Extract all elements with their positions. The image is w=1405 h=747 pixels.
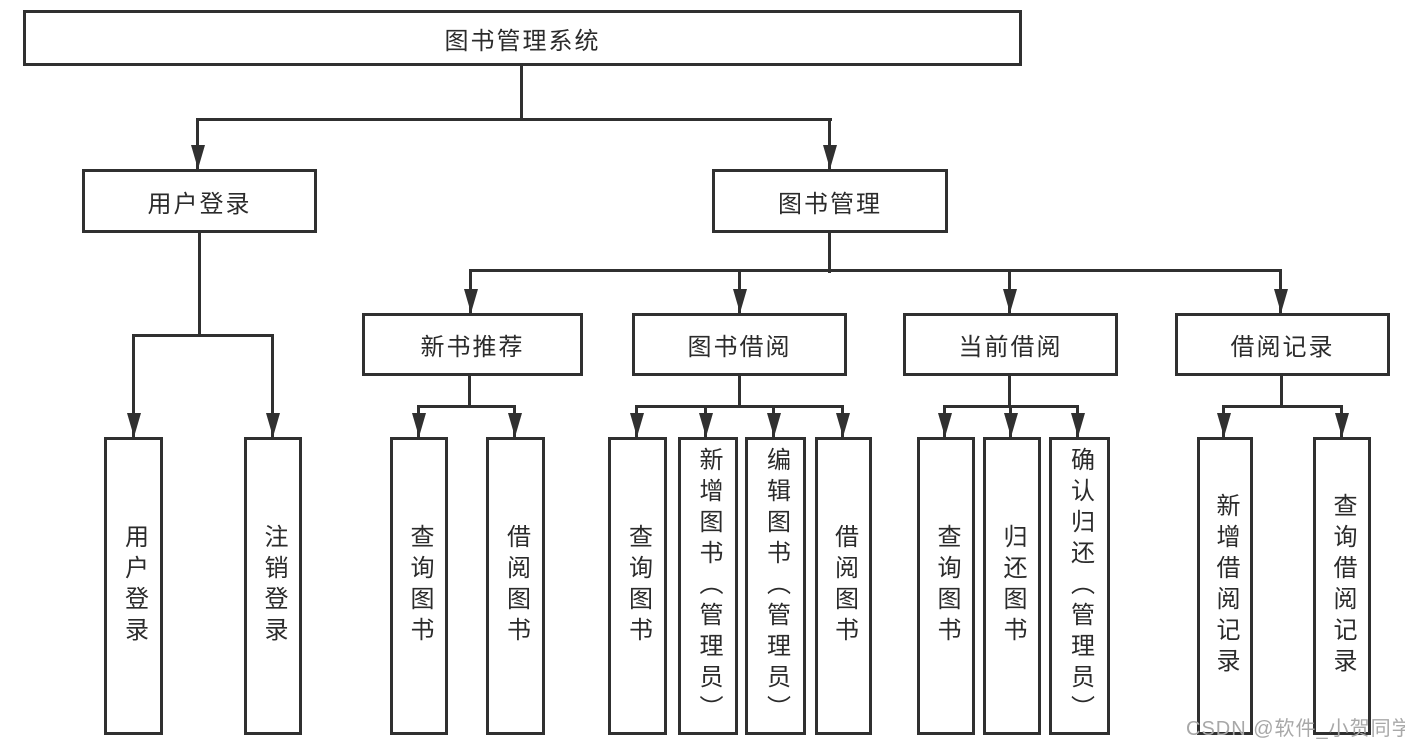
arrow-down-icon: [823, 145, 837, 169]
watermark: CSDN @软件_小贺同学: [1186, 718, 1405, 740]
node-current-borrowing: 当前借阅: [903, 313, 1118, 376]
leaf-bb-borrow-books: 借阅图书: [815, 437, 872, 735]
connector-line: [196, 119, 199, 169]
connector-line: [271, 335, 274, 437]
leaf-br-add-record: 新增借阅记录: [1197, 437, 1253, 735]
node-library-system-root: 图书管理系统: [23, 10, 1022, 66]
arrow-down-icon: [191, 145, 205, 169]
arrow-down-icon: [1004, 413, 1018, 437]
connector-line: [520, 64, 523, 120]
connector-line: [198, 231, 201, 337]
leaf-rec-query-books: 查询图书: [390, 437, 448, 735]
arrow-down-icon: [266, 413, 280, 437]
connector-line: [417, 405, 516, 408]
leaf-bb-query-books: 查询图书: [608, 437, 667, 735]
connector-line: [828, 119, 831, 169]
leaf-cb-confirm-return-admin: 确认归还（管理员）: [1049, 437, 1110, 735]
connector-line: [469, 269, 1282, 272]
node-user-login: 用户登录: [82, 169, 317, 233]
arrow-down-icon: [1335, 413, 1349, 437]
arrow-down-icon: [630, 413, 644, 437]
leaf-bb-add-books-admin: 新增图书（管理员）: [678, 437, 738, 735]
connector-line: [1008, 374, 1011, 408]
node-borrowing-records: 借阅记录: [1175, 313, 1390, 376]
arrow-down-icon: [699, 413, 713, 437]
node-new-book-recommend: 新书推荐: [362, 313, 583, 376]
connector-line: [468, 374, 471, 408]
connector-line: [196, 118, 832, 121]
leaf-bb-edit-books-admin: 编辑图书（管理员）: [745, 437, 806, 735]
connector-line: [635, 405, 844, 408]
arrow-down-icon: [412, 413, 426, 437]
connector-line: [828, 231, 831, 273]
arrow-down-icon: [127, 413, 141, 437]
arrow-down-icon: [508, 413, 522, 437]
connector-line: [738, 374, 741, 408]
connector-line: [1222, 405, 1343, 408]
arrow-down-icon: [733, 289, 747, 313]
arrow-down-icon: [1071, 413, 1085, 437]
arrow-down-icon: [938, 413, 952, 437]
arrow-down-icon: [464, 289, 478, 313]
node-book-borrowing: 图书借阅: [632, 313, 847, 376]
leaf-cb-return-books: 归还图书: [983, 437, 1041, 735]
leaf-br-query-record: 查询借阅记录: [1313, 437, 1371, 735]
arrow-down-icon: [767, 413, 781, 437]
node-book-management: 图书管理: [712, 169, 948, 233]
arrow-down-icon: [1217, 413, 1231, 437]
connector-line: [1280, 374, 1283, 408]
connector-line: [132, 335, 135, 437]
arrow-down-icon: [1003, 289, 1017, 313]
leaf-logout: 注销登录: [244, 437, 302, 735]
leaf-cb-query-books: 查询图书: [917, 437, 975, 735]
leaf-user-login: 用户登录: [104, 437, 163, 735]
leaf-rec-borrow-books: 借阅图书: [486, 437, 545, 735]
connector-line: [132, 334, 274, 337]
arrow-down-icon: [1274, 289, 1288, 313]
arrow-down-icon: [836, 413, 850, 437]
